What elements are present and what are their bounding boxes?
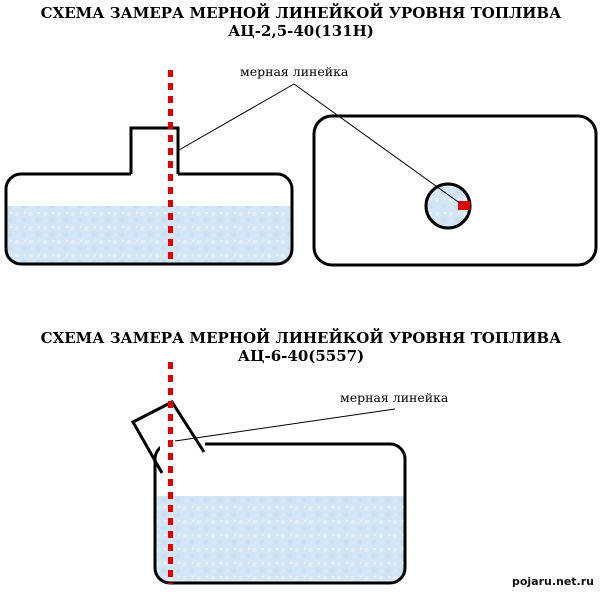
- scheme-2-title: СХЕМА ЗАМЕРА МЕРНОЙ ЛИНЕЙКОЙ УРОВНЯ ТОПЛ…: [0, 329, 602, 365]
- site-watermark: pojaru.net.ru: [511, 575, 594, 588]
- filler-neck: [129, 126, 180, 174]
- scheme-2-title-line1: СХЕМА ЗАМЕРА МЕРНОЙ ЛИНЕЙКОЙ УРОВНЯ ТОПЛ…: [40, 329, 562, 347]
- ruler-label-2: мерная линейка: [340, 390, 449, 405]
- fuel-level-fill: [6, 206, 292, 264]
- tank-top-view: [312, 114, 598, 267]
- tilted-filler-neck: [130, 400, 206, 474]
- ruler-top-view-marker: [458, 201, 470, 210]
- scheme-2-title-line2: АЦ-6-40(5557): [237, 347, 365, 365]
- callout-leaders-1: [178, 83, 462, 205]
- ruler-label-1: мерная линейка: [240, 64, 349, 79]
- callout-leader-2: [174, 408, 396, 442]
- scheme-1-title-line2: АЦ-2,5-40(131Н): [228, 22, 374, 40]
- scheme-1-title-line1: СХЕМА ЗАМЕРА МЕРНОЙ ЛИНЕЙКОЙ УРОВНЯ ТОПЛ…: [40, 4, 562, 22]
- tank-top-body: [312, 114, 598, 267]
- tank-side-view-2: [130, 400, 407, 585]
- tank-body: [153, 442, 407, 585]
- scheme-1-title: СХЕМА ЗАМЕРА МЕРНОЙ ЛИНЕЙКОЙ УРОВНЯ ТОПЛ…: [0, 4, 602, 40]
- fuel-level-fill: [155, 496, 405, 583]
- tank-side-view-1: [4, 126, 294, 266]
